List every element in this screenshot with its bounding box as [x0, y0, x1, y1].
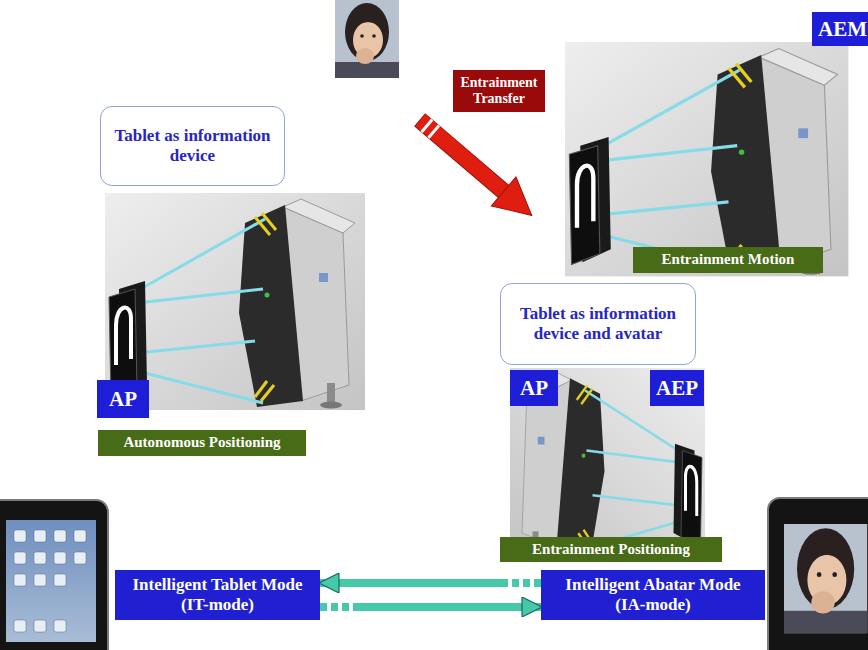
app-icon [34, 574, 46, 586]
mode-box: Intelligent Abatar Mode (IA-mode) [541, 570, 765, 620]
node-text: Entrainment Positioning [532, 541, 690, 558]
transfer-arrow [408, 106, 544, 230]
app-icon [14, 620, 26, 632]
node-text: Tablet as information device [111, 126, 274, 165]
node-text: AEM [818, 17, 867, 41]
tablet-icon [0, 500, 108, 650]
robot-illustration [565, 42, 848, 276]
mode-tag: AEM [812, 12, 868, 46]
mode-switch-arrow [320, 603, 541, 611]
mode-box: Intelligent Tablet Mode (IT-mode) [115, 570, 320, 620]
node-text: Intelligent Abatar Mode (IA-mode) [549, 575, 757, 614]
app-icon [74, 530, 86, 542]
arrow-head [491, 177, 544, 230]
motion-label: Entrainment Motion [633, 247, 823, 273]
app-icon [54, 552, 66, 564]
node-text: AP [109, 387, 137, 411]
avatar-face [784, 524, 867, 633]
tablet-frame [0, 500, 108, 650]
node-text: Entrainment Motion [662, 251, 795, 268]
arrow-shaft [415, 114, 513, 201]
robot-illustration [105, 193, 365, 410]
robot-illustration [510, 368, 705, 555]
app-icon [34, 530, 46, 542]
node-text: Autonomous Positioning [123, 434, 280, 451]
app-icon [34, 620, 46, 632]
tablet-avatar [768, 498, 868, 650]
callout-box: Tablet as information device [100, 106, 285, 186]
positioning-label: Autonomous Positioning [98, 430, 306, 456]
mode-tag: AEP [650, 370, 704, 406]
arrow-stripe [422, 120, 432, 132]
mode-switch-arrow [320, 579, 541, 587]
mode-tag: AP [510, 370, 558, 406]
app-icon [34, 552, 46, 564]
node-text: AEP [656, 376, 698, 400]
node-text: AP [520, 376, 548, 400]
app-icon [14, 530, 26, 542]
callout-box: Tablet as information device and avatar [500, 283, 696, 365]
transfer-label: Entrainment Transfer [453, 70, 545, 112]
arrow-stripe [428, 126, 438, 138]
tablet-frame [768, 498, 868, 650]
tablet-screen [6, 520, 96, 642]
app-icon [54, 574, 66, 586]
app-icon [74, 552, 86, 564]
portrait-photo [335, 0, 399, 78]
app-icon [14, 574, 26, 586]
node-text: Intelligent Tablet Mode (IT-mode) [123, 575, 312, 614]
node-text: Tablet as information device and avatar [511, 304, 685, 343]
app-icon [54, 530, 66, 542]
positioning-label: Entrainment Positioning [500, 537, 722, 562]
app-icons [14, 530, 86, 632]
node-text: Entrainment Transfer [457, 75, 541, 107]
mode-tag: AP [97, 380, 149, 418]
app-icon [54, 620, 66, 632]
app-icon [14, 552, 26, 564]
